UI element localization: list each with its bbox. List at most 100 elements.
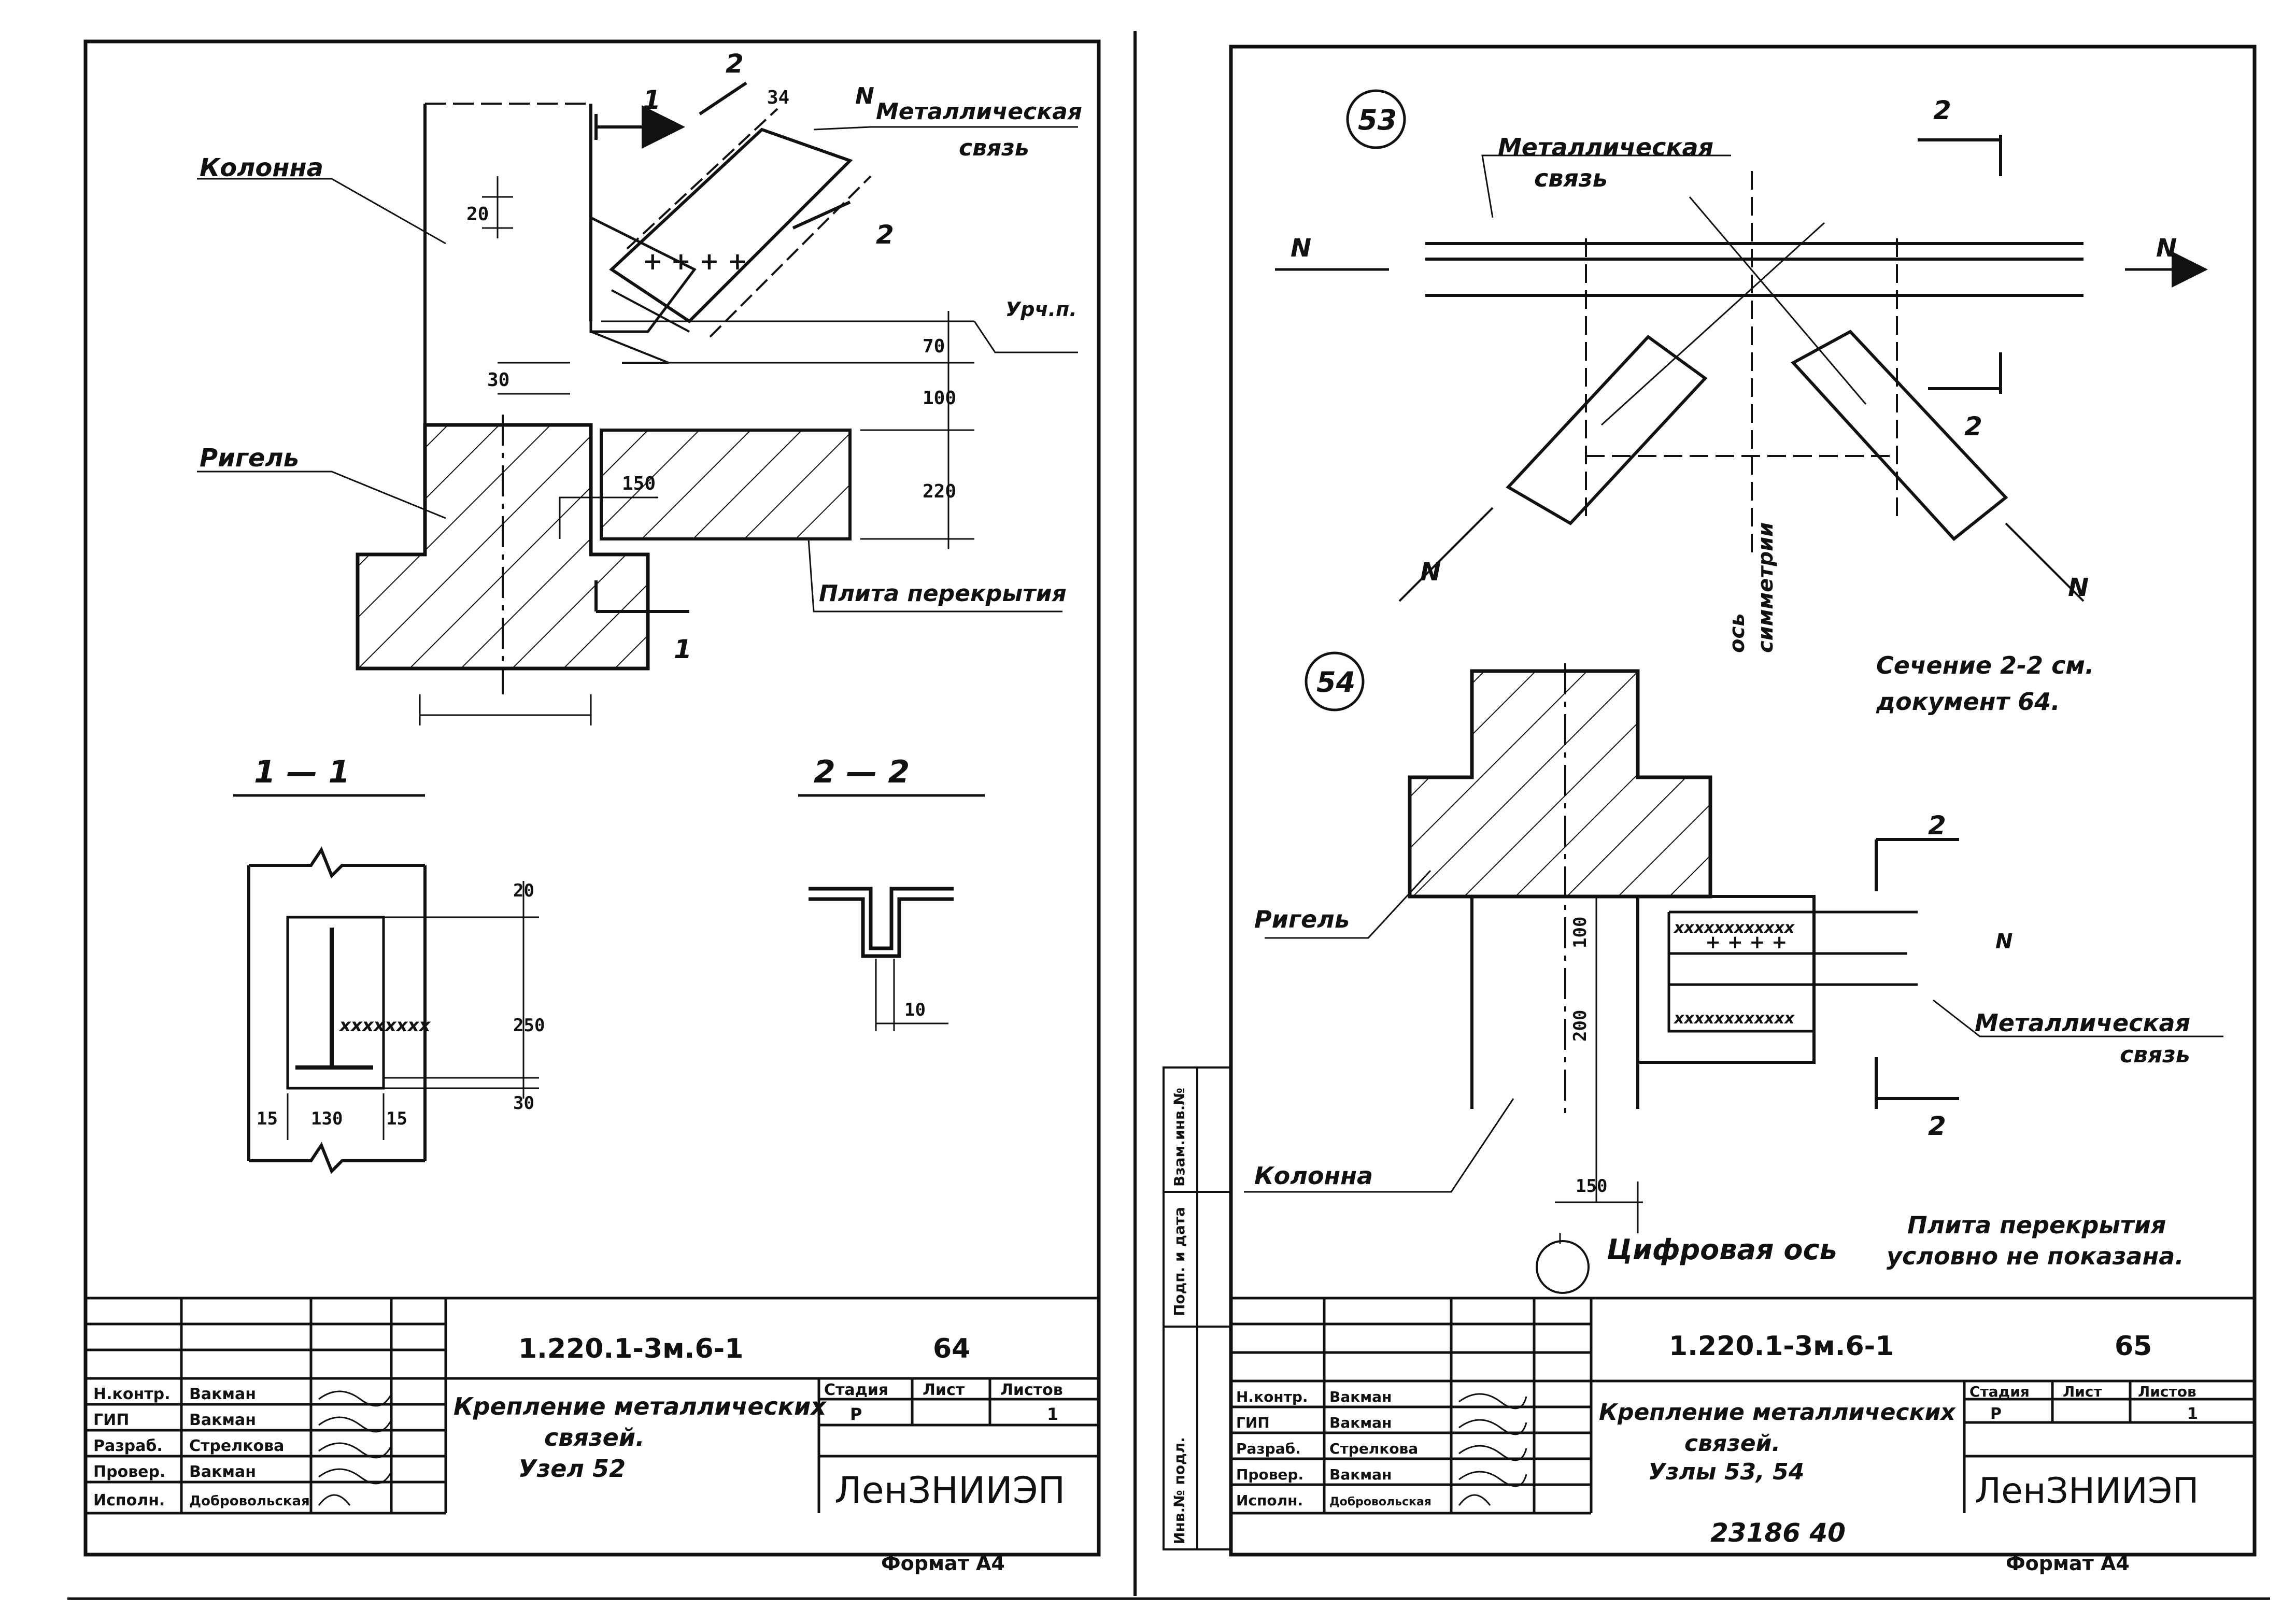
svg-text:xxxxxxxx: xxxxxxxx [338,1015,431,1036]
dim-15-right: 15 [386,1108,407,1129]
side-stamp-1: Подп. и дата [1171,1207,1188,1316]
label-level: Урч.п. [1005,298,1077,321]
tie-54 [1667,910,1918,1033]
label-beam-54: Ригель [1254,905,1350,933]
sheet-left: + + + + Колонна Металлическая связь Риге… [83,39,1101,1575]
role-3-left: Провер. [93,1463,165,1481]
org-name-left: ЛенЗНИИЭП [834,1469,1065,1512]
cut-2-bottom-53: 2 [1964,411,1982,442]
force-n-left: N [1291,234,1311,263]
role-2-right: Разраб. [1236,1440,1301,1457]
digital-axis-circle [1536,1240,1590,1294]
force-n-54: N [1995,930,2012,953]
force-n-bottom-left: N [1420,558,1441,587]
force-n-bottom-right: N [2068,573,2089,602]
org-name-right: ЛенЗНИИЭП [1975,1471,2199,1512]
gusset-plate [589,215,697,333]
side-stamp-2: Взам.инв.№ [1171,1088,1188,1187]
dim-30: 30 [487,369,509,391]
slab-note-2: условно не показана. [1887,1242,2184,1270]
node-53-marker [1346,89,1406,149]
label-column-54: Колонна [1254,1162,1373,1190]
sheet-header-left: Лист [923,1381,965,1399]
doc-code-left: 1.220.1-3м.6-1 [518,1333,743,1364]
svg-text:+ + + +: + + + + [1705,932,1787,953]
label-force-n: N [855,83,874,109]
label-beam: Ригель [200,444,299,473]
section-2-2-title: 2 — 2 [814,754,910,790]
role-0-right: Н.контр. [1236,1388,1308,1405]
handwritten-number: 23186 40 [1710,1518,1846,1548]
node-54-marker [1305,651,1365,711]
side-stamp-0: Инв.№ подл. [1171,1437,1188,1544]
sheet-right: 53 Металлическая связь N N N N 2 2 ось с… [1163,45,2257,1575]
section-note-2: документ 64. [1876,688,2060,716]
label-metal-tie-54: Металлическая [1975,1009,2190,1037]
role-0-left: Н.контр. [93,1385,170,1403]
stage-value-left: Р [850,1404,862,1424]
stage-header-left: Стадия [824,1381,888,1399]
dim-250: 250 [513,1015,545,1036]
dim-150-54: 150 [1576,1176,1607,1197]
label-metal-tie-53: Металлическая [1498,133,1713,161]
sheets-header-left: Листов [1000,1381,1063,1399]
section-2-2-profile [809,887,954,958]
name-2-left: Стрелкова [189,1437,284,1455]
horizontal-tie [1425,242,2084,297]
force-n-right: N [2156,234,2177,263]
dim-100-54: 100 [1570,917,1591,948]
page-number-right: 65 [2115,1331,2152,1362]
label-slab: Плита перекрытия [819,580,1067,607]
dim-200-54: 200 [1570,1010,1591,1042]
diagonal-tie [609,127,853,323]
title-line3-left: Узел 52 [518,1455,626,1483]
title-line2-left: связей. [544,1423,645,1451]
dim-20: 20 [466,204,489,225]
sheet-header-right: Лист [2063,1383,2102,1400]
frame-right [1229,45,2257,1557]
role-2-left: Разраб. [93,1437,163,1455]
role-1-left: ГИП [93,1411,129,1429]
cut-2-top: 2 [726,49,744,79]
format-right: Формат А4 [2006,1552,2130,1575]
column-54 [1470,895,1816,1109]
name-1-right: Вакман [1329,1414,1392,1431]
dim-70: 70 [923,336,945,357]
title-line1-right: Крепление металлических [1599,1399,1956,1426]
dim-10: 10 [904,1000,926,1020]
slab-note-1: Плита перекрытия [1907,1211,2166,1239]
svg-text:xxxxxxxxxxxx: xxxxxxxxxxxx [1673,919,1795,937]
label-metal-tie-54-2: связь [2120,1042,2190,1068]
side-stamp [1163,1066,1232,1550]
node-53-label: 53 [1358,104,1397,136]
node-54-label: 54 [1316,666,1355,699]
dim-130: 130 [311,1108,343,1129]
sheets-header-right: Листов [2138,1383,2196,1400]
label-column: Колонна [200,153,323,182]
format-left: Формат А4 [881,1552,1005,1575]
sheets-value-right: 1 [2187,1405,2198,1423]
axis-symmetry-1: ось [1725,614,1749,653]
label-metal-tie-2: связь [959,135,1029,161]
signatures-left [318,1390,392,1506]
svg-text:xxxxxxxxxxxx: xxxxxxxxxxxx [1673,1009,1795,1028]
dim-20-section: 20 [513,880,534,901]
slab-section [600,429,852,540]
role-3-right: Провер. [1236,1466,1303,1483]
name-0-right: Вакман [1329,1388,1392,1405]
stage-header-right: Стадия [1969,1383,2030,1400]
cut-1-top: 1 [643,85,661,115]
section-1-1-outline [247,846,427,1174]
cut-2-bottom: 2 [876,220,894,250]
role-1-right: ГИП [1236,1414,1270,1431]
name-0-left: Вакман [189,1385,256,1403]
label-digital-axis: Цифровая ось [1607,1233,1837,1266]
role-4-right: Исполн. [1236,1492,1303,1509]
dim-220: 220 [923,481,956,502]
stage-value-right: Р [1990,1405,2002,1423]
title-block-left: Н.контр. ГИП Разраб. Провер. Исполн. Вак… [86,1297,1099,1575]
role-4-left: Исполн. [93,1491,165,1510]
dim-34: 34 [767,87,789,108]
dim-30-section: 30 [513,1093,534,1114]
